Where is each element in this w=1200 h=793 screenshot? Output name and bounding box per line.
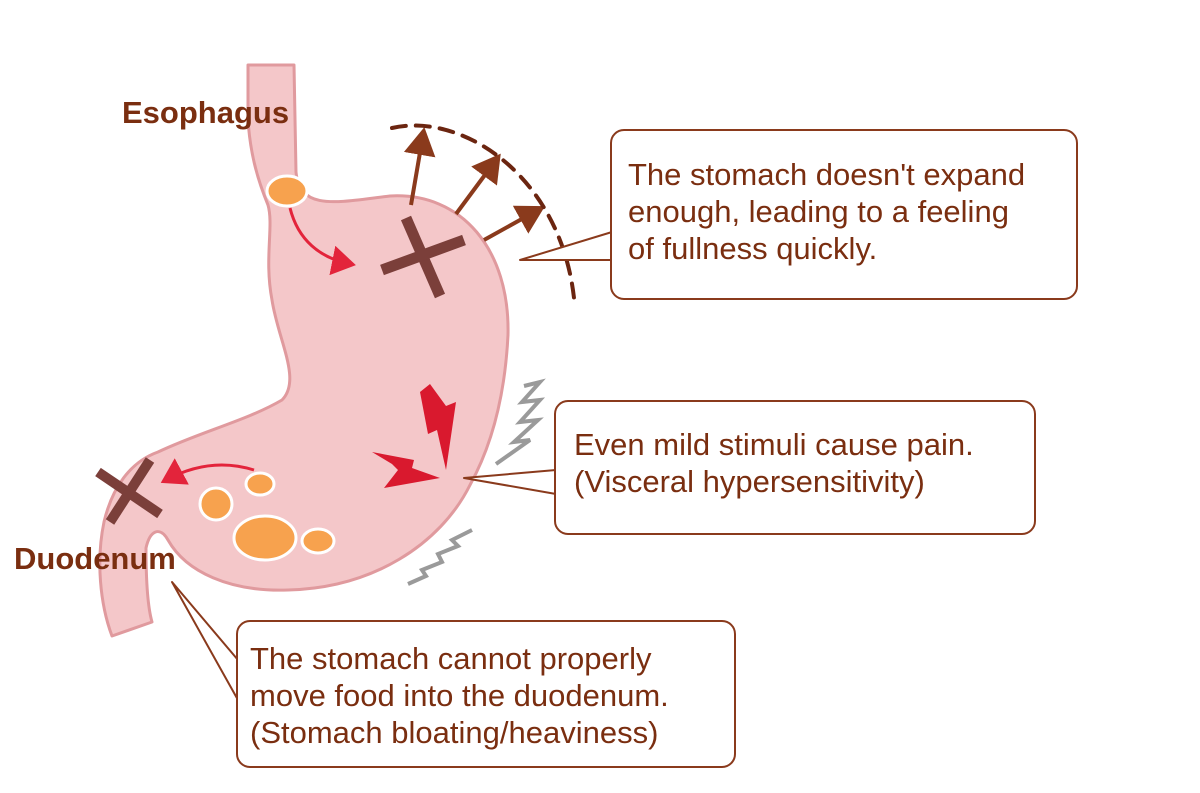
lightning-icon [420, 384, 456, 470]
food-particles [198, 174, 336, 562]
callout-line: enough, leading to a feeling [628, 194, 1009, 229]
callout-expansion: The stomach doesn't expand enough, leadi… [610, 129, 1078, 300]
food-particle [232, 514, 298, 562]
expansion-dashed-arc [390, 123, 576, 300]
callout-pointer [519, 231, 613, 261]
zigzag-icon [494, 378, 546, 466]
stomach-shape [98, 63, 510, 638]
food-flow-arrow [288, 207, 356, 276]
label-esophagus: Esophagus [122, 95, 290, 130]
zigzag-icon [407, 528, 473, 586]
arrow-icon [454, 153, 501, 216]
callout-line: move food into the duodenum. [250, 678, 669, 713]
food-particle [265, 174, 309, 208]
cross-icon [380, 215, 466, 299]
callout-emptying: The stomach cannot properly move food in… [236, 620, 736, 768]
food-particle [244, 471, 276, 497]
lightning-icon [372, 452, 440, 488]
callout-pain: Even mild stimuli cause pain. (Visceral … [554, 400, 1036, 535]
food-particle [198, 486, 234, 522]
callout-pointer [171, 581, 239, 701]
label-duodenum: Duodenum [14, 541, 176, 576]
expansion-arrows [403, 127, 545, 242]
callout-line: (Visceral hypersensitivity) [574, 464, 925, 499]
food-flow-arrow [160, 458, 255, 485]
callout-line: Even mild stimuli cause pain. [574, 427, 974, 462]
cross-icon [95, 457, 163, 525]
callout-line: of fullness quickly. [628, 231, 878, 266]
callout-line: The stomach cannot properly [250, 641, 652, 676]
arrow-icon [403, 127, 436, 206]
food-particle [300, 527, 336, 555]
arrow-icon [483, 205, 545, 242]
callout-line: The stomach doesn't expand [628, 157, 1026, 192]
callout-line: (Stomach bloating/heaviness) [250, 715, 659, 750]
callout-pointer [463, 469, 557, 495]
